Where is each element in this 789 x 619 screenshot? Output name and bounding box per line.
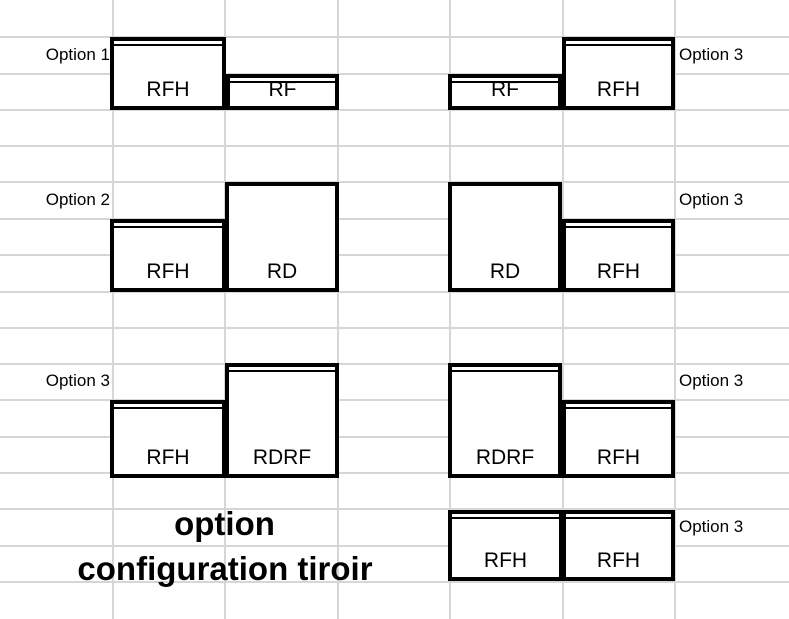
option-caption-left-2: Option 2 [45,190,110,209]
heading-line-option: option [174,505,275,542]
unit-box-left-2-0[interactable]: RFH [110,219,226,292]
unit-box-left-1-0[interactable]: RFH [110,37,226,110]
unit-box-label: RFH [596,549,641,572]
unit-box-label: RFH [483,549,528,572]
unit-box-label: RDRF [475,446,535,469]
unit-box-label: RFH [146,260,190,283]
unit-box-right-3-0[interactable]: RDRF [448,363,562,478]
unit-box-label: RF [491,78,519,101]
grid-row-line-9 [0,327,789,329]
unit-box-label: RFH [146,446,190,469]
unit-box-left-3-1[interactable]: RDRF [225,363,339,478]
unit-box-label: RFH [146,78,190,101]
unit-box-left-1-1[interactable]: RF [226,74,339,110]
unit-box-left-2-1[interactable]: RD [225,182,339,292]
unit-box-label: RFH [596,78,641,101]
unit-box-right-4-1[interactable]: RFH [562,510,675,581]
unit-box-label: RF [268,78,297,101]
unit-box-right-2-0[interactable]: RD [448,182,562,292]
option-caption-left-3: Option 3 [45,371,110,390]
grid-row-line-5 [0,181,789,183]
option-caption-right-2: Option 3 [679,190,744,209]
option-caption-right-3: Option 3 [679,371,744,390]
unit-box-label: RD [489,260,521,283]
option-caption-right-1: Option 3 [679,45,744,64]
unit-box-label: RFH [596,260,641,283]
unit-box-label: RDRF [252,446,312,469]
unit-box-label: RD [266,260,298,283]
unit-box-right-4-0[interactable]: RFH [448,510,563,581]
grid-row-line-4 [0,145,789,147]
unit-box-right-1-0[interactable]: RF [448,74,562,110]
unit-box-left-3-0[interactable]: RFH [110,400,226,478]
grid-row-line-10 [0,363,789,365]
unit-box-right-2-1[interactable]: RFH [562,219,675,292]
unit-box-right-3-1[interactable]: RFH [562,400,675,478]
option-caption-left-1: Option 1 [45,45,110,64]
unit-box-label: RFH [596,446,641,469]
unit-box-right-1-1[interactable]: RFH [562,37,675,110]
option-caption-right-4: Option 3 [679,517,744,536]
heading-line-configuration-tiroir: configuration tiroir [77,550,373,587]
